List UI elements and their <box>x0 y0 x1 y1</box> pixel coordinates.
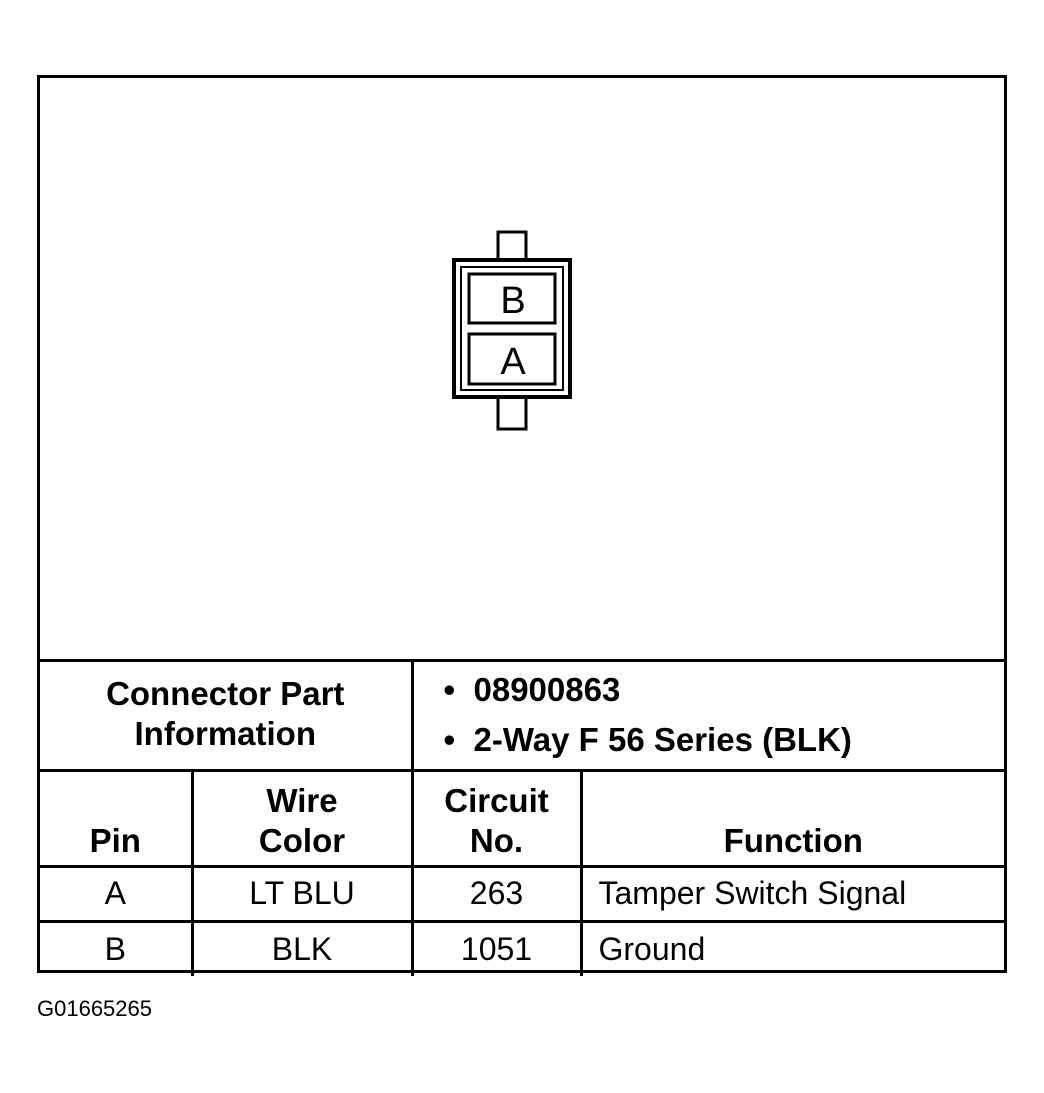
part-info-label-line2: Information <box>134 714 316 752</box>
diagram-frame: B A Connector Part Information 08900863 … <box>37 75 1007 976</box>
header-wire-color: Wire Color <box>190 768 414 868</box>
table-header-row: Pin Wire Color Circuit No. Function <box>40 768 1005 868</box>
row-b-function: Ground <box>579 919 1005 976</box>
row-a-pin: A <box>40 864 194 923</box>
table-row: A LT BLU 263 Tamper Switch Signal <box>40 864 1005 923</box>
header-circuit-line2: No. <box>469 821 524 859</box>
connector-inner-outline <box>460 266 564 391</box>
row-a-wire-color: LT BLU <box>190 864 414 923</box>
connector-face-view: B A <box>452 230 572 431</box>
row-b-pin: B <box>40 919 194 976</box>
row-a-function: Tamper Switch Signal <box>579 864 1005 923</box>
table-row: B BLK 1051 Ground <box>40 919 1005 976</box>
connector-series: 2-Way F 56 Series (BLK) <box>444 715 1005 765</box>
header-wire-line2: Color <box>258 821 346 859</box>
header-function-label: Function <box>723 821 863 859</box>
row-b-wire-color: BLK <box>190 919 414 976</box>
row-b-circuit: 1051 <box>410 919 583 976</box>
part-info-label-line1: Connector Part <box>106 674 345 712</box>
part-info-row: Connector Part Information 08900863 2-Wa… <box>40 659 1005 772</box>
connector-top-tab <box>496 230 528 263</box>
header-circuit-line1: Circuit <box>444 781 549 819</box>
connector-pinout-table: Connector Part Information 08900863 2-Wa… <box>40 659 1005 976</box>
cavity-a-label: A <box>500 341 526 383</box>
part-info-values: 08900863 2-Way F 56 Series (BLK) <box>410 659 1005 772</box>
header-pin-label: Pin <box>89 821 141 859</box>
cavity-b <box>467 272 557 325</box>
header-function: Function <box>579 768 1005 868</box>
row-a-circuit: 263 <box>410 864 583 923</box>
connector-drawing-area: B A <box>40 78 1004 662</box>
connector-bottom-tab <box>496 394 528 431</box>
header-circuit-no: Circuit No. <box>410 768 583 868</box>
part-info-list: 08900863 2-Way F 56 Series (BLK) <box>414 659 1005 765</box>
part-info-label: Connector Part Information <box>40 659 414 772</box>
figure-id: G01665265 <box>37 996 152 1021</box>
cavity-b-label: B <box>500 280 525 322</box>
header-wire-line1: Wire <box>266 781 338 819</box>
header-pin: Pin <box>40 768 194 868</box>
part-number: 08900863 <box>444 665 1005 715</box>
cavity-a <box>467 332 557 386</box>
